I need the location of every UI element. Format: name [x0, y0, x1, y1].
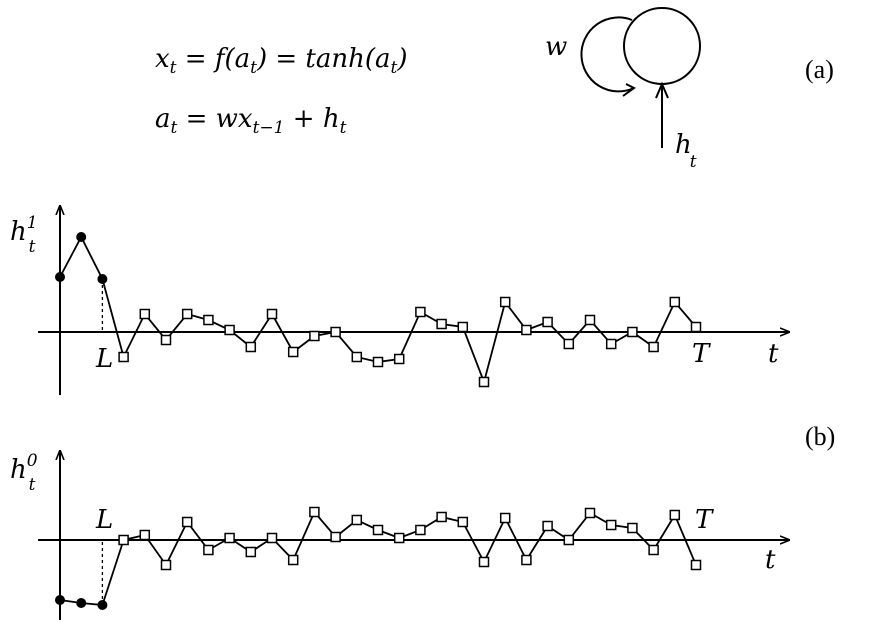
open-point — [584, 507, 596, 519]
filled-point — [97, 600, 108, 610]
open-point — [521, 554, 532, 566]
open-point — [436, 318, 447, 330]
open-point — [266, 532, 278, 544]
open-point — [415, 306, 426, 318]
filled-point — [76, 598, 87, 608]
input-arrowhead — [655, 81, 669, 99]
filled-point — [97, 274, 108, 284]
open-point — [690, 559, 702, 571]
panel-label-b: (b) — [805, 422, 835, 451]
open-point — [160, 559, 172, 571]
open-point — [690, 321, 702, 333]
open-point — [457, 516, 469, 528]
open-point — [542, 316, 553, 328]
open-point — [139, 529, 151, 541]
open-point — [118, 351, 129, 363]
open-point — [309, 506, 320, 518]
L-label: L — [95, 505, 113, 535]
open-point — [203, 314, 214, 326]
filled-point — [76, 232, 87, 242]
open-point — [478, 556, 490, 568]
x-axis-label: t — [765, 545, 776, 575]
T-label: T — [695, 505, 714, 535]
open-point — [563, 338, 575, 350]
open-point — [181, 308, 193, 320]
open-point — [139, 308, 151, 320]
filled-point — [55, 595, 65, 605]
open-point — [181, 516, 193, 528]
open-point — [118, 534, 129, 546]
open-point — [330, 326, 341, 338]
open-point — [605, 338, 617, 350]
open-point — [393, 532, 405, 544]
open-point — [245, 341, 257, 353]
open-point — [351, 351, 363, 363]
open-point — [627, 326, 638, 338]
open-point — [415, 524, 426, 536]
equation-1: xt = f(at) = tanh(at) — [155, 44, 408, 78]
neuron-circle — [623, 7, 701, 85]
weight-label: w — [545, 32, 567, 62]
open-point — [330, 531, 341, 543]
filled-point — [55, 272, 65, 282]
open-point — [224, 324, 235, 336]
open-point — [203, 544, 214, 556]
open-point — [393, 353, 405, 365]
L-label: L — [95, 344, 113, 374]
open-point — [351, 514, 363, 526]
open-point — [160, 334, 172, 346]
open-point — [287, 554, 299, 566]
open-point — [457, 321, 469, 333]
open-point — [245, 546, 257, 558]
open-point — [563, 534, 575, 546]
open-point — [627, 522, 638, 534]
open-point — [266, 308, 278, 320]
open-point — [436, 511, 447, 523]
x-axis-label: t — [768, 339, 779, 369]
open-point — [287, 346, 299, 358]
self-loop-arrowhead — [622, 83, 636, 97]
T-label: T — [692, 339, 711, 369]
open-point — [521, 324, 532, 336]
open-point — [499, 296, 511, 308]
open-point — [648, 341, 659, 353]
open-point — [542, 520, 553, 532]
open-point — [648, 544, 659, 556]
open-point — [605, 519, 617, 531]
open-point — [478, 376, 490, 388]
open-point — [309, 330, 320, 342]
self-loop-arc — [580, 16, 635, 93]
open-point — [499, 512, 511, 524]
panel-label-a: (a) — [805, 55, 834, 84]
open-point — [584, 314, 596, 326]
equation-2: at = wxt−1 + ht — [155, 104, 347, 138]
open-point — [372, 356, 384, 368]
open-point — [669, 509, 681, 521]
open-point — [224, 532, 235, 544]
open-point — [372, 524, 384, 536]
open-point — [669, 296, 681, 308]
